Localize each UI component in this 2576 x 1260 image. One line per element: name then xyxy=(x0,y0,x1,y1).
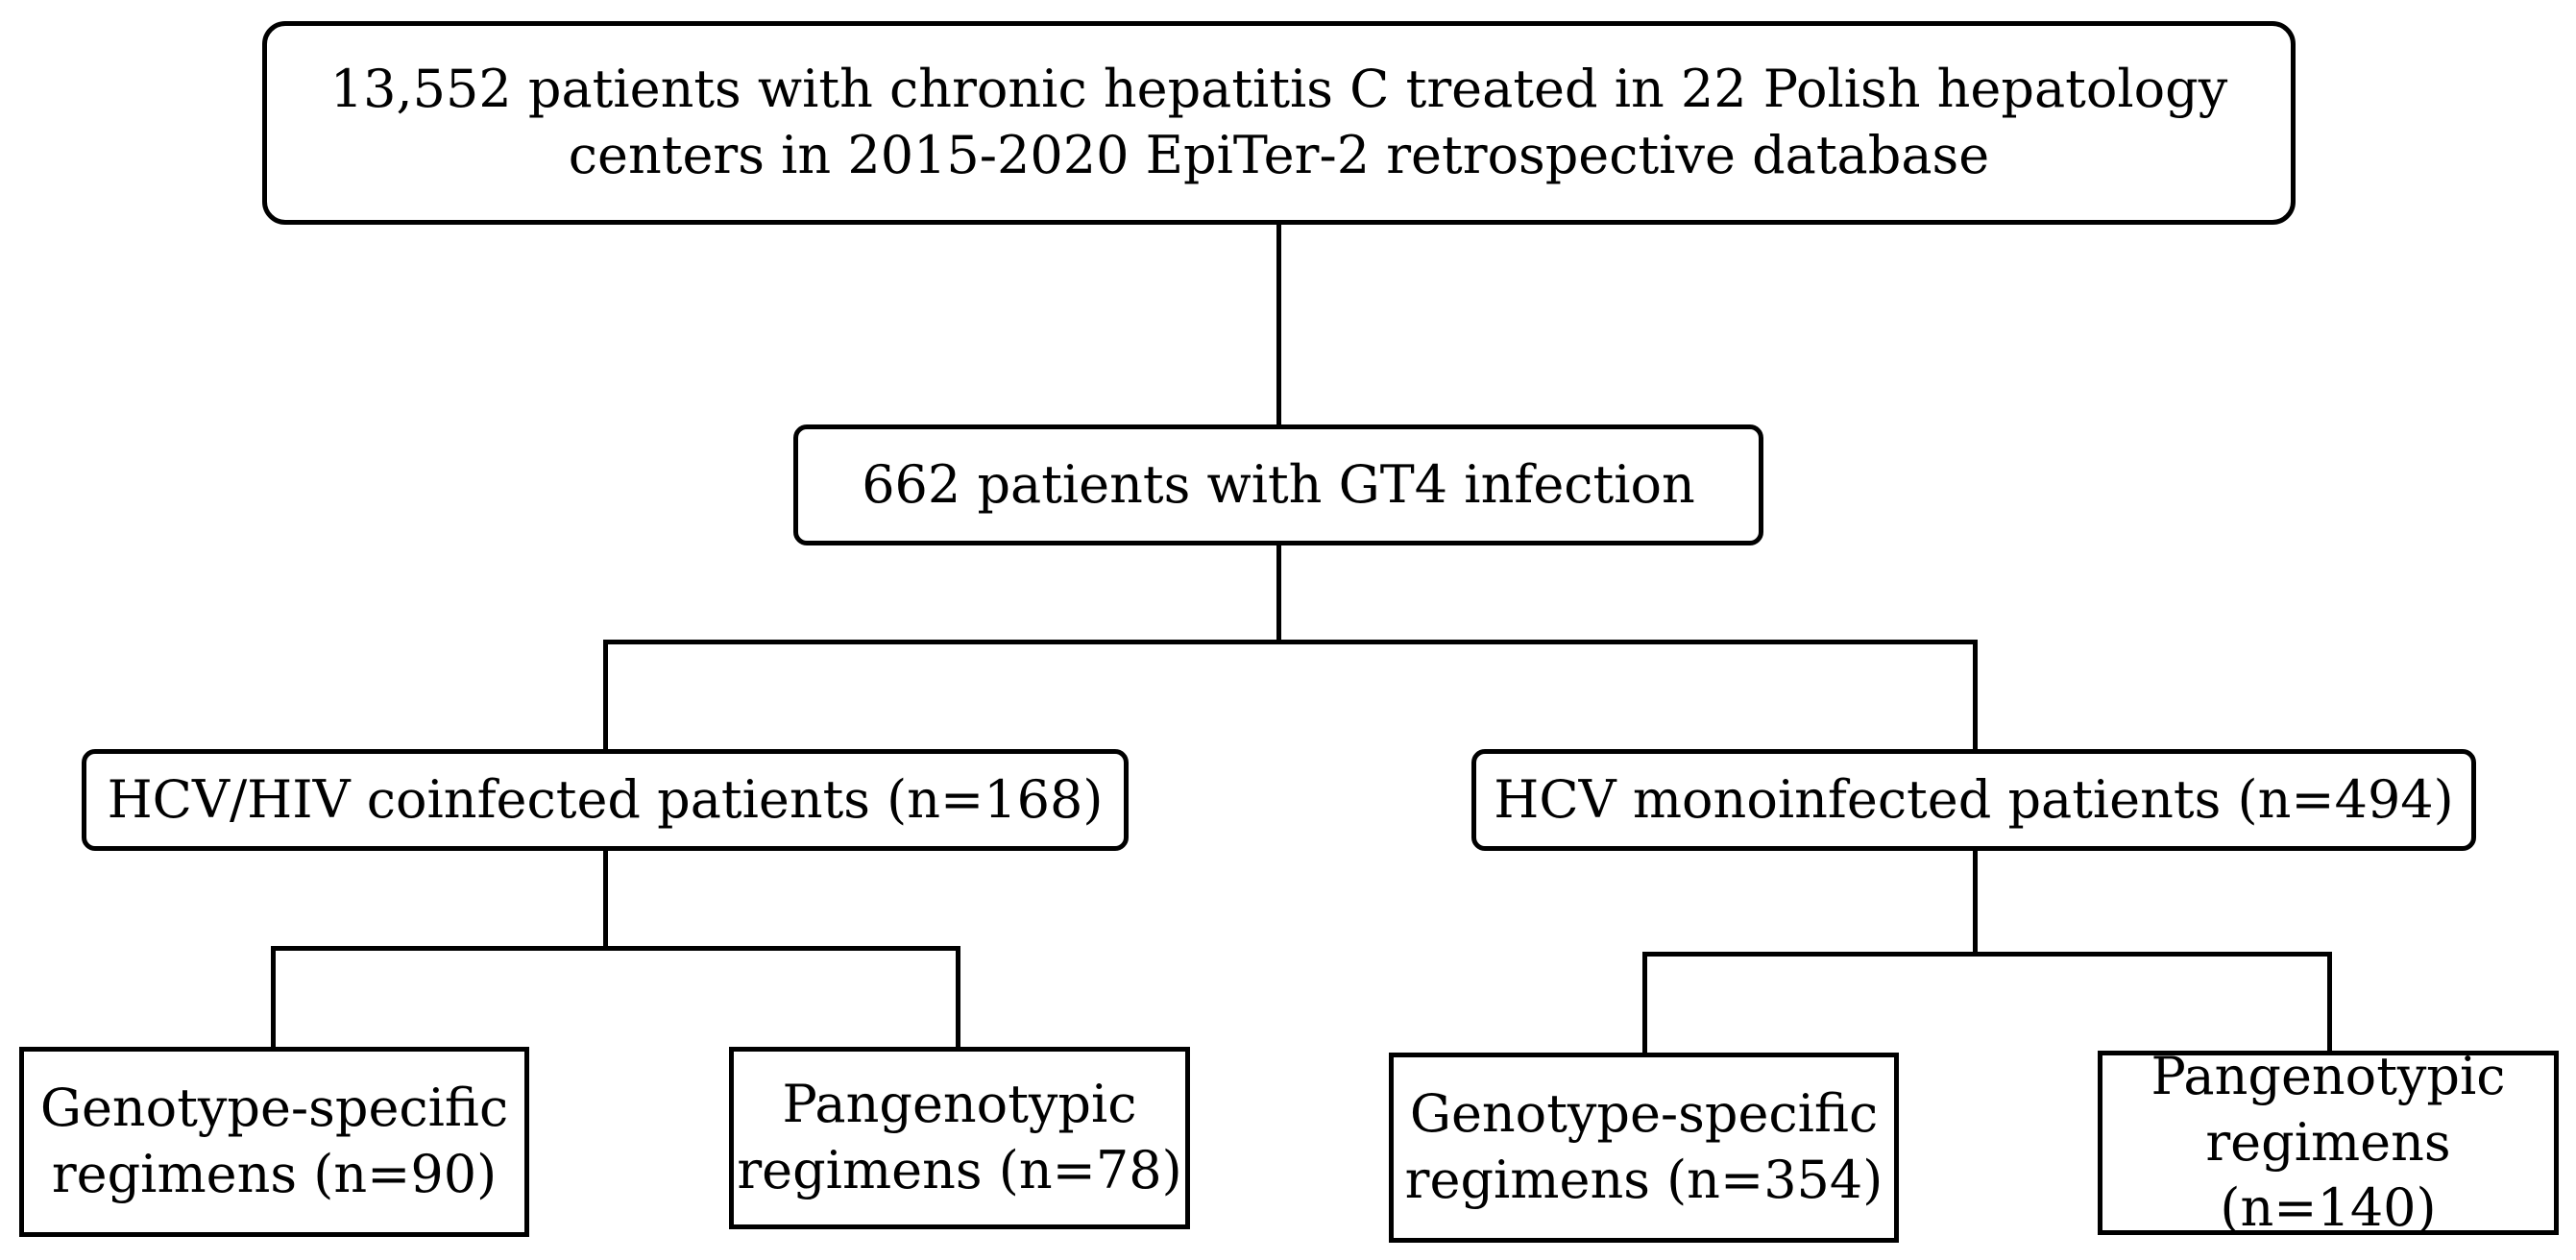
connector-to-mono-pangenotypic xyxy=(2327,952,2332,1055)
connector-gt4-branch-horizontal xyxy=(603,640,1978,644)
connector-coinfected-down xyxy=(603,847,608,951)
co-genotype-specific-box: Genotype-specific regimens (n=90) xyxy=(19,1047,529,1237)
connector-monoinfected-branch-horizontal xyxy=(1642,952,2332,957)
coinfected-label: HCV/HIV coinfected patients (n=168) xyxy=(107,768,1104,830)
co-genotype-specific-line-2: regimens (n=90) xyxy=(51,1144,498,1204)
co-genotype-specific-line-1: Genotype-specific xyxy=(39,1078,509,1139)
connector-coinfected-branch-horizontal xyxy=(271,946,960,951)
monoinfected-label: HCV monoinfected patients (n=494) xyxy=(1494,768,2454,830)
gt4-box: 662 patients with GT4 infection xyxy=(793,424,1763,545)
connector-to-co-pangenotypic xyxy=(956,946,960,1052)
monoinfected-box: HCV monoinfected patients (n=494) xyxy=(1471,749,2476,851)
mono-genotype-specific-box: Genotype-specific regimens (n=354) xyxy=(1389,1053,1899,1243)
connector-gt4-down xyxy=(1276,541,1281,644)
connector-monoinfected-down xyxy=(1973,847,1978,957)
connector-to-coinfected xyxy=(603,640,608,753)
connector-to-co-genotype xyxy=(271,946,276,1052)
mono-genotype-specific-text: Genotype-specific regimens (n=354) xyxy=(1405,1081,1883,1213)
connector-root-to-gt4 xyxy=(1276,221,1281,428)
root-line-2: centers in 2015-2020 EpiTer-2 retrospect… xyxy=(568,125,1990,185)
co-pangenotypic-line-2: regimens (n=78) xyxy=(737,1140,1182,1200)
mono-pangenotypic-line-1: Pangenotypic xyxy=(2151,1046,2506,1107)
mono-genotype-specific-line-2: regimens (n=354) xyxy=(1404,1150,1883,1210)
root-line-1: 13,552 patients with chronic hepatitis C… xyxy=(329,59,2228,120)
co-pangenotypic-box: Pangenotypic regimens (n=78) xyxy=(729,1047,1190,1229)
mono-genotype-specific-line-1: Genotype-specific xyxy=(1409,1083,1879,1145)
root-text: 13,552 patients with chronic hepatitis C… xyxy=(330,57,2227,188)
co-pangenotypic-line-1: Pangenotypic xyxy=(782,1074,1137,1135)
connector-to-mono-genotype xyxy=(1642,952,1647,1057)
mono-pangenotypic-line-2: regimens (n=140) xyxy=(2205,1111,2451,1239)
co-genotype-specific-text: Genotype-specific regimens (n=90) xyxy=(40,1076,508,1207)
coinfected-box: HCV/HIV coinfected patients (n=168) xyxy=(82,749,1129,851)
gt4-label: 662 patients with GT4 infection xyxy=(862,453,1695,515)
co-pangenotypic-text: Pangenotypic regimens (n=78) xyxy=(737,1072,1181,1203)
mono-pangenotypic-box: Pangenotypic regimens (n=140) xyxy=(2098,1046,2559,1238)
mono-pangenotypic-text: Pangenotypic regimens (n=140) xyxy=(2102,1044,2554,1242)
root-box: 13,552 patients with chronic hepatitis C… xyxy=(262,21,2296,225)
connector-to-monoinfected xyxy=(1973,640,1978,753)
